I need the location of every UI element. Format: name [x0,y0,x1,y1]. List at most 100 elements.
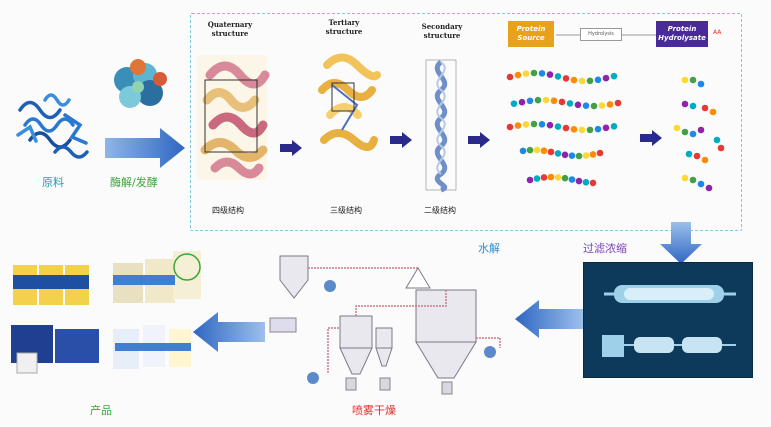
peptide-chain-image [506,69,622,187]
spray-dryer-image [269,255,501,395]
peptide-fragment-bead [689,102,697,110]
peptide-bead [578,126,586,134]
peptide-bead [519,147,527,155]
hydrolysis-box: Hydrolysis [580,28,622,41]
enzymolysis-arrow [105,128,185,168]
peptide-bead [522,70,530,77]
arrow-q-to-t [280,140,302,156]
globular-molecule-image [114,59,167,108]
filtration-equipment-image [602,285,736,357]
peptide-fragment-bead [709,108,717,116]
peptide-bead [522,121,530,128]
filter-concentrate-label: 过滤浓缩 [583,242,627,255]
peptide-bead [614,99,622,107]
peptide-bead [540,174,548,181]
peptide-fragment-bead [681,100,689,108]
peptide-fragment-bead [685,150,693,158]
peptide-fragment-bead [713,136,721,144]
peptide-fragment-bead [681,174,689,182]
arrow-t-to-s [390,132,412,148]
peptide-bead [602,124,610,132]
peptide-bead [562,75,570,82]
peptide-bead [598,102,606,109]
quaternary-label: 四级结构 [212,206,244,215]
peptide-bead [586,126,594,134]
spray-to-product-arrow [193,312,265,352]
peptide-bead [586,77,594,85]
protein-structure-box [190,13,742,231]
peptide-bead [514,122,522,129]
peptide-fragment-bead [697,126,705,134]
peptide-bead [533,146,541,154]
peptide-bead [546,71,554,78]
peptide-bead [530,69,538,77]
protein-source-box: Protein Source [508,21,554,47]
peptide-bead [582,152,590,159]
peptide-bead [610,123,618,130]
peptide-fragment-bead [681,76,689,84]
peptide-fragment-bead [697,180,705,188]
peptide-fragment-bead [681,128,689,136]
down-arrow [660,222,702,264]
peptide-bead [594,76,602,84]
peptide-bead [575,177,583,185]
peptide-bead [538,70,546,77]
peptide-bead [590,102,598,110]
peptide-bead [526,97,534,105]
peptide-bead [542,96,550,104]
peptide-bead [547,148,555,156]
peptide-bead [589,151,597,158]
peptide-bead [518,98,526,106]
product-label: 产品 [90,404,112,417]
peptide-bead [554,173,562,181]
peptide-bead [582,102,590,110]
peptide-fragment-bead [689,76,697,84]
peptide-fragment-bead [689,130,697,138]
enzymolysis-label: 酶解/发酵 [110,176,158,189]
peptide-bead [589,179,597,187]
peptide-bead [534,96,542,104]
peptide-bead [566,100,574,107]
peptide-bead [558,98,566,106]
peptide-bead [606,101,614,108]
peptide-bead [602,74,610,82]
peptide-bead [530,120,538,128]
peptide-bead [533,175,541,182]
spray-dry-label: 喷雾干燥 [352,404,396,417]
peptide-bead [506,73,514,81]
peptide-fragment-bead [701,104,709,112]
raw-protein-molecule-image [16,93,89,159]
peptide-bead [526,146,534,154]
aa-label: AA [713,29,722,36]
peptide-bead [506,123,514,131]
peptide-bead [561,151,569,159]
peptide-bead [575,152,583,160]
tertiary-label: 三级结构 [330,206,362,215]
peptide-bead [554,123,562,130]
raw-material-label: 原料 [42,176,64,189]
peptide-bead [596,149,604,157]
peptide-bead [574,101,582,109]
peptide-bead [568,176,576,183]
peptide-fragments-image [673,76,725,192]
peptide-fragment-bead [717,144,725,152]
peptide-bead [538,120,546,128]
peptide-bead [547,173,555,181]
tertiary-structure-image [318,53,381,151]
tertiary-title: Tertiary structure [325,18,363,36]
peptide-bead [554,73,562,80]
hydrolysis-label: 水解 [478,242,500,255]
peptide-bead [514,71,522,79]
secondary-label: 二级结构 [424,206,456,215]
filtration-equipment-panel [583,262,753,378]
peptide-bead [578,77,586,85]
peptide-fragment-bead [673,124,681,132]
peptide-bead [610,72,618,80]
quaternary-structure-image [197,55,270,180]
peptide-bead [554,150,562,157]
peptide-bead [526,176,534,184]
secondary-title: Secondary structure [421,22,463,40]
peptide-bead [550,97,558,105]
peptide-bead [562,124,570,132]
